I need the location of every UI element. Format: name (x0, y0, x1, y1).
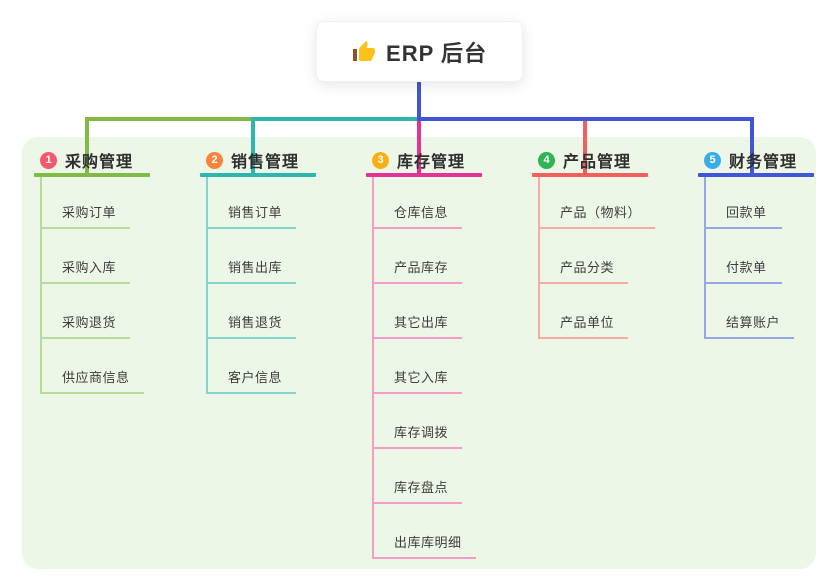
branch-column-inventory: 3 库存管理 仓库信息产品库存其它出库其它入库库存调拨库存盘点出库库明细 (366, 148, 482, 559)
child-node[interactable]: 付款单 (706, 229, 782, 284)
children-list-product: 产品（物料） 产品分类产品单位 (538, 177, 656, 339)
branch-node-label: 财务管理 (729, 154, 798, 171)
child-node-label: 其它入库 (394, 370, 449, 385)
branch-node-label: 产品管理 (563, 154, 632, 171)
branch-node-purchase[interactable]: 1 采购管理 (34, 148, 150, 172)
connector-drop-sales (251, 117, 255, 175)
connector-horizontal-finance (419, 117, 754, 121)
child-node[interactable]: 供应商信息 (42, 339, 144, 394)
child-node-label: 采购订单 (62, 205, 117, 220)
child-node-label: 仓库信息 (394, 205, 449, 220)
branch-underline (532, 173, 648, 177)
child-node[interactable]: 客户信息 (208, 339, 297, 394)
branch-column-purchase: 1 采购管理 采购订单采购入库采购退货供应商信息 (34, 148, 150, 394)
branch-node-label: 销售管理 (231, 154, 300, 171)
branch-number-badge: 3 (372, 151, 389, 169)
child-node[interactable]: 产品分类 (540, 229, 629, 284)
child-node-label: 销售出库 (228, 260, 283, 275)
child-node[interactable]: 销售退货 (208, 284, 297, 339)
branch-number-badge: 4 (538, 151, 555, 169)
child-node[interactable]: 库存盘点 (374, 449, 463, 504)
child-node-label: 产品单位 (560, 315, 615, 330)
branch-underline (200, 173, 316, 177)
branch-number-badge: 2 (206, 151, 223, 169)
branch-node-inventory[interactable]: 3 库存管理 (366, 148, 482, 172)
branch-column-product: 4 产品管理 产品（物料） 产品分类产品单位 (532, 148, 656, 339)
child-node[interactable]: 出库库明细 (374, 504, 476, 559)
child-node[interactable]: 仓库信息 (374, 177, 463, 229)
child-node[interactable]: 结算账户 (706, 284, 795, 339)
connector-horizontal-purchase (85, 117, 253, 121)
branch-number-badge: 1 (40, 151, 57, 169)
child-node[interactable]: 其它入库 (374, 339, 463, 394)
child-node-label: 结算账户 (726, 315, 781, 330)
child-node[interactable]: 采购入库 (42, 229, 131, 284)
children-list-sales: 销售订单销售出库销售退货客户信息 (206, 177, 297, 394)
children-list-inventory: 仓库信息产品库存其它出库其它入库库存调拨库存盘点出库库明细 (372, 177, 476, 559)
child-node-label: 库存盘点 (394, 480, 449, 495)
child-node-label: 销售订单 (228, 205, 283, 220)
child-node-label: 出库库明细 (394, 535, 462, 550)
connector-drop-purchase (85, 117, 89, 175)
child-node-label: 付款单 (726, 260, 767, 275)
branch-column-sales: 2 销售管理 销售订单销售出库销售退货客户信息 (200, 148, 316, 394)
branch-column-finance: 5 财务管理 回款单付款单结算账户 (698, 148, 814, 339)
children-list-finance: 回款单付款单结算账户 (704, 177, 795, 339)
child-node-label: 产品库存 (394, 260, 449, 275)
child-node[interactable]: 产品（物料） (540, 177, 656, 229)
child-node-label: 采购入库 (62, 260, 117, 275)
branch-underline (698, 173, 814, 177)
connector-drop-inventory (417, 121, 421, 175)
child-node[interactable]: 产品库存 (374, 229, 463, 284)
connector-horizontal-sales (253, 117, 419, 121)
branch-number-badge: 5 (704, 151, 721, 169)
child-node[interactable]: 采购退货 (42, 284, 131, 339)
children-list-purchase: 采购订单采购入库采购退货供应商信息 (40, 177, 144, 394)
branch-node-label: 库存管理 (397, 154, 466, 171)
branch-node-finance[interactable]: 5 财务管理 (698, 148, 814, 172)
branch-node-product[interactable]: 4 产品管理 (532, 148, 655, 172)
thumbs-up-icon (353, 40, 376, 61)
child-node-label: 其它出库 (394, 315, 449, 330)
child-node[interactable]: 采购订单 (42, 177, 131, 229)
child-node[interactable]: 销售订单 (208, 177, 297, 229)
branch-node-label: 采购管理 (65, 154, 134, 171)
child-node[interactable]: 回款单 (706, 177, 782, 229)
branch-underline (366, 173, 482, 177)
connector-trunk-vertical (417, 81, 421, 121)
child-node[interactable]: 销售出库 (208, 229, 297, 284)
root-node-label: ERP 后台 (386, 40, 487, 66)
child-node[interactable]: 产品单位 (540, 284, 629, 339)
connector-drop-product (583, 121, 587, 175)
branch-underline (34, 173, 150, 177)
child-node-label: 采购退货 (62, 315, 117, 330)
connector-drop-finance (750, 117, 754, 175)
child-node-label: 回款单 (726, 205, 767, 220)
child-node-label: 客户信息 (228, 370, 283, 385)
root-node[interactable]: ERP 后台 (316, 21, 523, 82)
child-node-label: 产品分类 (560, 260, 615, 275)
branch-node-sales[interactable]: 2 销售管理 (200, 148, 316, 172)
child-node[interactable]: 库存调拨 (374, 394, 463, 449)
child-node[interactable]: 其它出库 (374, 284, 463, 339)
child-node-label: 供应商信息 (62, 370, 130, 385)
child-node-label: 库存调拨 (394, 425, 449, 440)
child-node-label: 销售退货 (228, 315, 283, 330)
mindmap-panel (22, 137, 816, 569)
child-node-label: 产品（物料） (560, 205, 642, 220)
